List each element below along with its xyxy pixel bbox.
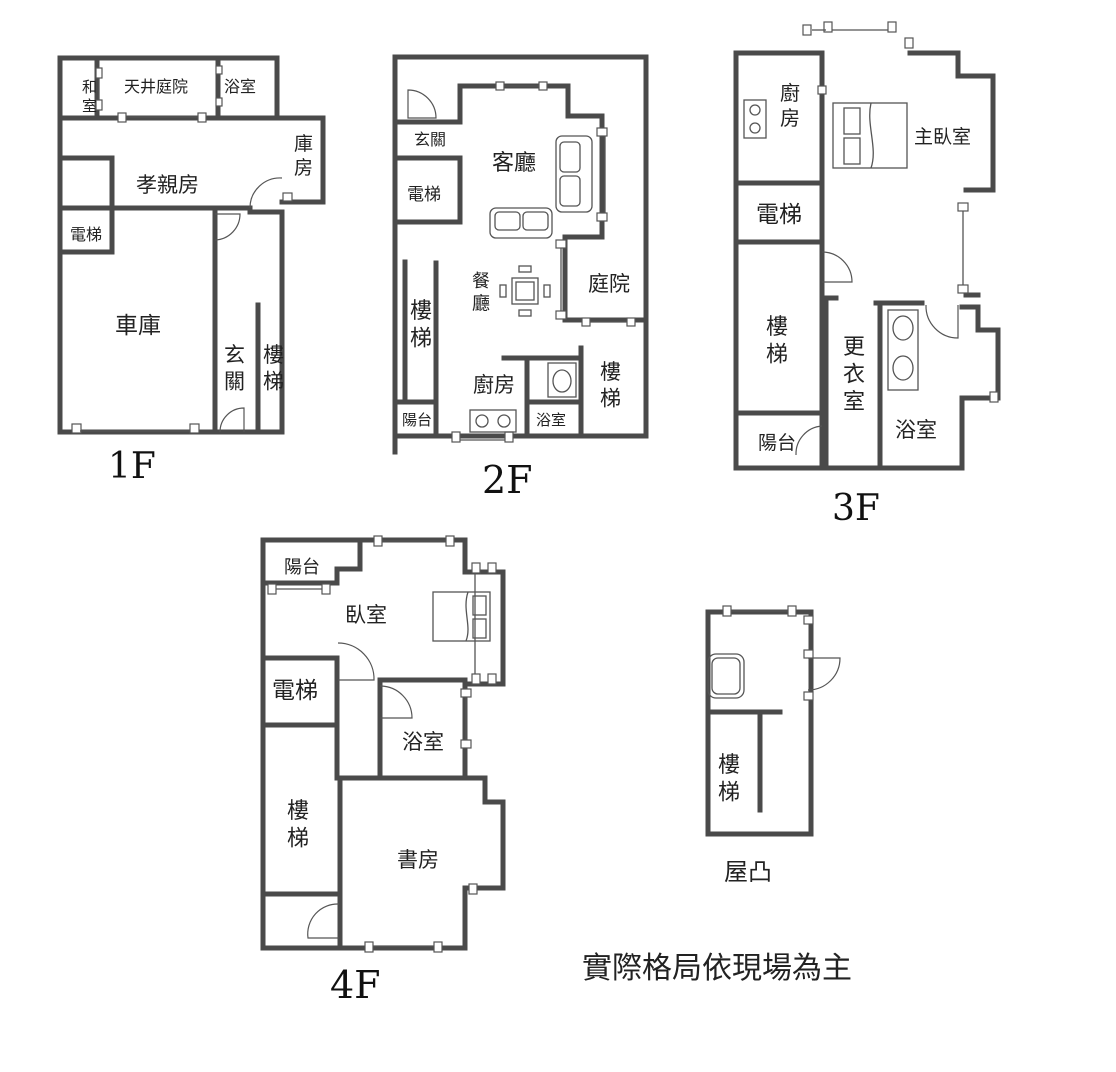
f1-elevator-label: 電梯 [70, 225, 102, 244]
floor-3-plan [733, 21, 1001, 471]
f2-balcony-label: 陽台 [402, 411, 432, 429]
f4-balcony-label: 陽台 [284, 557, 320, 578]
f2-stairs-left-label: 樓梯 [410, 299, 432, 352]
f1-storage-label: 庫房 [294, 133, 313, 179]
f1-garage-label: 車庫 [115, 313, 161, 339]
f2-floor-label: 2F [482, 458, 533, 502]
f2-living-label: 客廳 [492, 151, 536, 176]
f3-elevator-label: 電梯 [756, 202, 802, 228]
f3-kitchen-label: 廚房 [780, 81, 800, 130]
roof-plan [705, 605, 841, 837]
f2-bath-label: 浴室 [536, 411, 566, 429]
roof-label: 屋凸 [724, 858, 772, 886]
f2-kitchen-label: 廚房 [473, 373, 515, 397]
f1-bath-label: 浴室 [224, 77, 256, 96]
f3-balcony-label: 陽台 [758, 432, 796, 454]
f4-study-label: 書房 [397, 848, 439, 872]
floor-4-plan [260, 535, 506, 953]
roof-stairs-label: 樓梯 [718, 753, 740, 806]
f4-bedroom-label: 臥室 [345, 603, 387, 627]
f1-stairs-label: 樓梯 [263, 343, 284, 393]
f1-entrance-label: 玄關 [224, 343, 245, 393]
f3-bath-label: 浴室 [895, 418, 937, 442]
f3-closet-label: 更衣室 [843, 335, 865, 415]
f1-parents-room-label: 孝親房 [136, 173, 199, 197]
floor-2-plan [392, 54, 649, 455]
f1-washitsu-label: 和室 [82, 78, 97, 115]
f3-master-label: 主臥室 [914, 126, 971, 148]
floor-1-plan [57, 55, 326, 435]
f4-elevator-label: 電梯 [272, 678, 318, 704]
f2-courtyard-label: 庭院 [588, 272, 630, 296]
f4-floor-label: 4F [330, 963, 381, 1007]
f4-bath-label: 浴室 [402, 730, 444, 754]
f2-entrance-label: 玄關 [414, 130, 446, 149]
f4-stairs-label: 樓梯 [287, 799, 309, 852]
f3-floor-label: 3F [832, 488, 880, 529]
f2-elevator-label: 電梯 [407, 185, 441, 205]
f1-floor-label: 1F [108, 446, 156, 487]
layout-disclaimer: 實際格局依現場為主 [582, 951, 852, 986]
f3-stairs-label: 樓梯 [766, 315, 788, 368]
f1-patio-label: 天井庭院 [124, 77, 188, 96]
f2-dining-label: 餐廳 [472, 271, 490, 315]
f2-stairs-right-label: 樓梯 [600, 360, 621, 410]
